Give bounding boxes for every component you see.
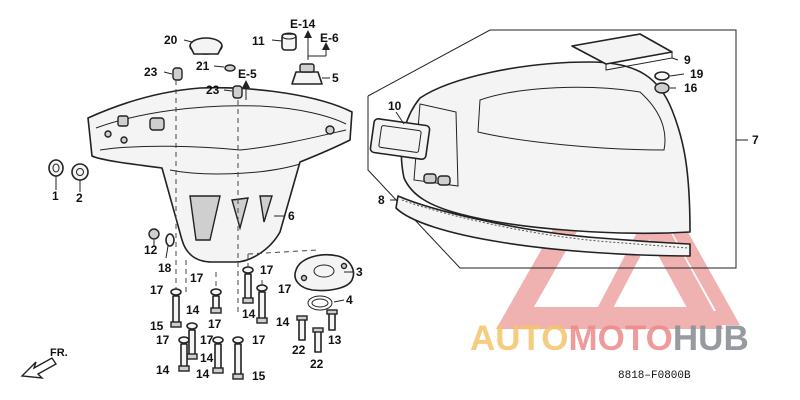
callout-19: 19 <box>690 67 704 81</box>
upper-cover-exploded-box <box>367 29 737 269</box>
svg-text:AUTOMOTOHUB: AUTOMOTOHUB <box>470 319 749 358</box>
callout-23-a: 23 <box>144 65 158 79</box>
ref-e6: E-6 <box>320 31 339 45</box>
washer-19 <box>654 71 670 81</box>
leader-lines <box>55 39 748 303</box>
callout-17-h: 17 <box>252 333 266 347</box>
fitting-5 <box>291 63 323 85</box>
callout-3: 3 <box>356 265 363 279</box>
cap-23-mid <box>232 85 243 99</box>
callout-17-b: 17 <box>190 271 204 285</box>
callout-13: 13 <box>328 333 342 347</box>
washer-18 <box>165 233 175 247</box>
watermark-segment-hub: HUB <box>673 319 749 358</box>
callout-15-b: 15 <box>252 369 266 383</box>
callout-17-f: 17 <box>156 333 170 347</box>
callout-17-g: 17 <box>200 333 214 347</box>
callout-17-e: 17 <box>208 317 222 331</box>
callout-labels: 1 2 3 4 5 6 7 8 9 10 11 12 13 14 14 14 1… <box>52 33 759 383</box>
callout-6: 6 <box>288 209 295 223</box>
mount-plate-3 <box>294 254 355 292</box>
callout-18: 18 <box>158 261 172 275</box>
cover-seal-strip <box>395 195 691 257</box>
air-intake-grille <box>369 117 431 161</box>
callout-14-a: 14 <box>186 303 200 317</box>
direction-label: FR. <box>50 347 68 359</box>
callout-5: 5 <box>332 71 339 85</box>
callout-7: 7 <box>752 133 759 147</box>
grommet-11 <box>281 32 297 51</box>
callout-11: 11 <box>252 34 265 48</box>
callout-14-c: 14 <box>276 315 290 329</box>
cap-23-top <box>172 67 183 81</box>
ref-e5: E-5 <box>238 67 257 81</box>
grommet-20 <box>189 37 223 55</box>
callout-1: 1 <box>52 189 59 203</box>
callout-14-e: 14 <box>156 363 170 377</box>
callout-4: 4 <box>346 293 353 307</box>
nut-12 <box>148 228 160 240</box>
cover-lid-plate <box>571 33 673 71</box>
grommet-1 <box>48 159 64 177</box>
callout-14-b: 14 <box>242 307 256 321</box>
grommet-16 <box>654 82 670 94</box>
callout-8: 8 <box>378 193 385 207</box>
callout-17-a: 17 <box>150 283 164 297</box>
callout-17-c: 17 <box>260 263 274 277</box>
callout-17-d: 17 <box>278 282 292 296</box>
upper-engine-cover <box>400 61 691 234</box>
callout-2: 2 <box>76 191 83 205</box>
callout-21: 21 <box>196 59 210 73</box>
lower-engine-case <box>87 86 353 263</box>
callout-22-a: 22 <box>292 343 306 357</box>
callout-22-b: 22 <box>310 357 324 371</box>
bolt-group <box>170 266 338 380</box>
ref-e14: E-14 <box>290 17 316 31</box>
watermark-text: AUTOMOTOHUB <box>470 319 749 358</box>
callout-9: 9 <box>684 53 691 67</box>
watermark-segment-auto: AUTO <box>470 319 569 358</box>
callout-10: 10 <box>388 99 402 113</box>
washer-21 <box>224 64 236 72</box>
callout-23-b: 23 <box>206 83 220 97</box>
callout-12: 12 <box>144 243 158 257</box>
callout-20: 20 <box>164 33 178 47</box>
diagram-code: 8818–F0800B <box>618 370 691 382</box>
watermark-segment-moto: MOTO <box>569 319 673 358</box>
reference-labels: E-14 E-6 E-5 <box>238 17 339 81</box>
callout-14-f: 14 <box>196 367 210 381</box>
callout-15-a: 15 <box>150 319 164 333</box>
front-direction-arrow: FR. <box>20 347 68 379</box>
clip-ring-4 <box>307 295 333 311</box>
callout-14-d: 14 <box>200 351 214 365</box>
callout-16: 16 <box>684 81 698 95</box>
grommet-2 <box>71 163 89 181</box>
